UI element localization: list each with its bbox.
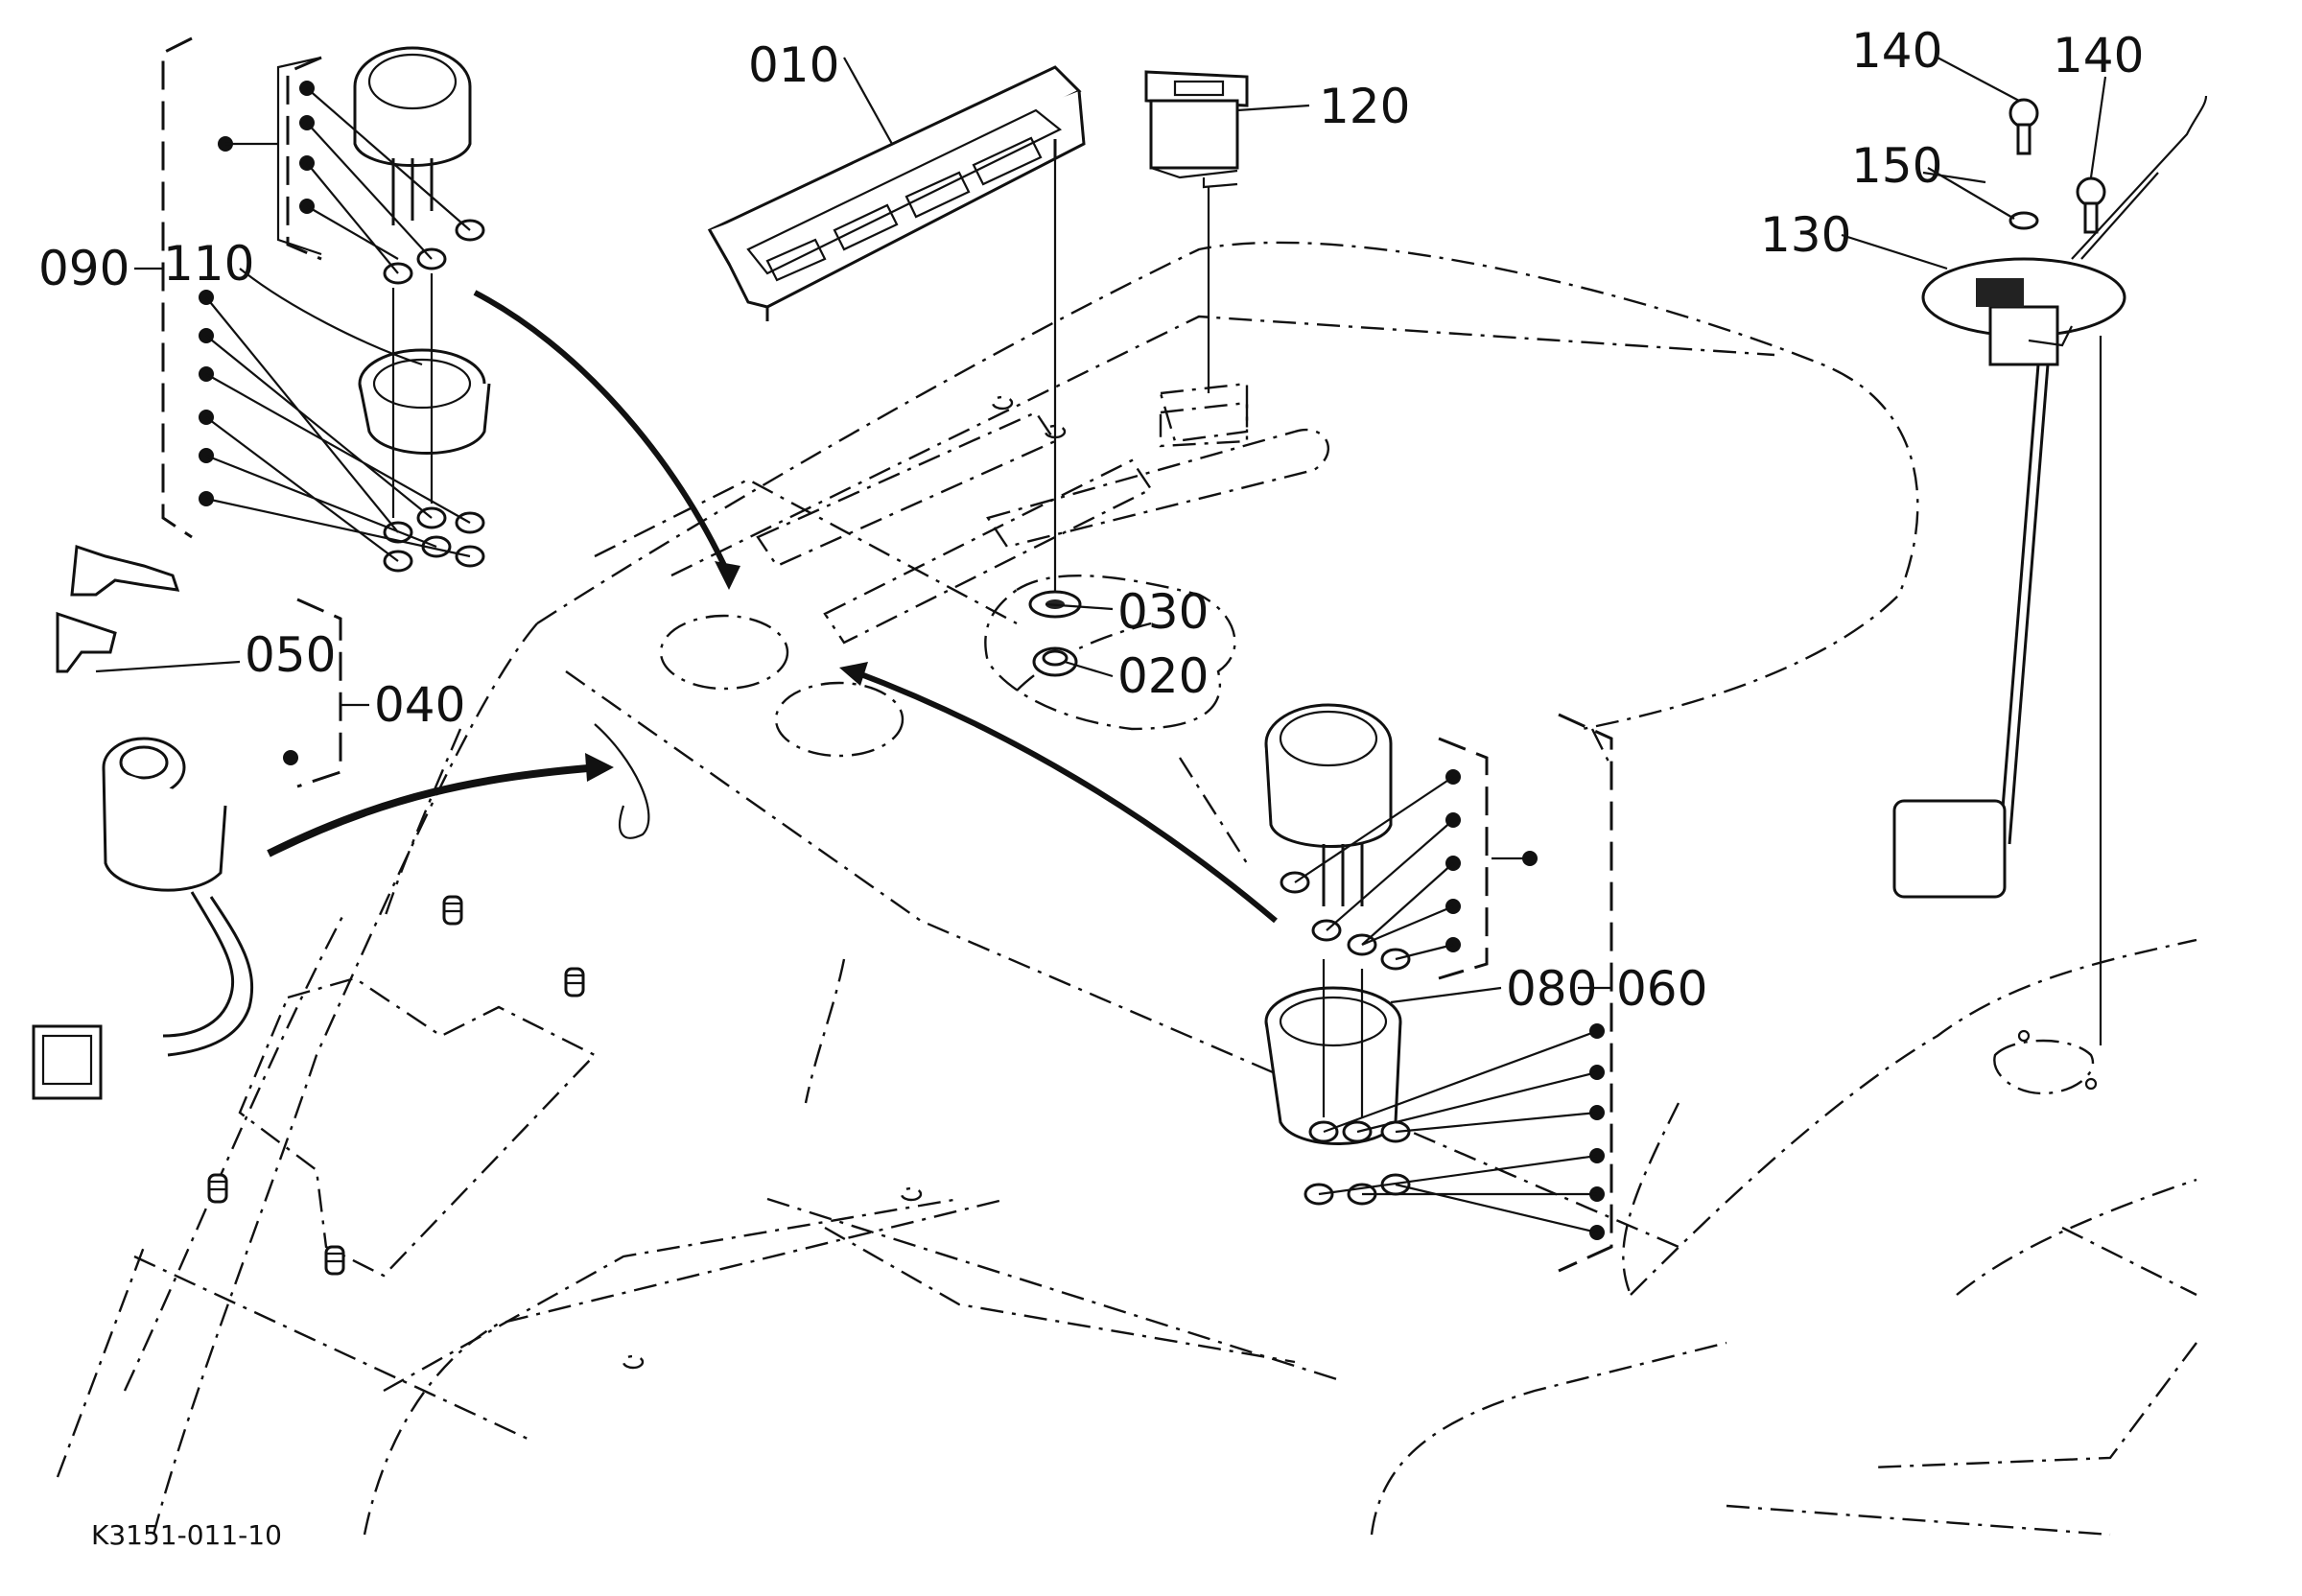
bracket-090 [161,36,193,539]
screws-140 [2008,98,2106,234]
label-150: 150 [1851,138,1942,194]
gauge-assembly-060 [1264,703,1411,1206]
label-140-right: 140 [2053,28,2144,83]
label-040: 040 [374,677,465,733]
label-030: 030 [1117,584,1209,640]
label-020: 020 [1117,648,1209,704]
label-130: 130 [1760,207,1851,263]
part-labels: 010 030 020 120 140 140 150 130 090 110 … [38,23,2144,1551]
bracket-090-inner [286,56,322,261]
label-140-left: 140 [1851,23,1942,79]
label-080: 080 [1506,961,1597,1017]
fuel-sender-130 [1892,95,2208,1095]
bracket-060-inner [1438,737,1489,980]
dashboard-panel-outline [56,241,2197,1537]
washer-150 [2008,211,2039,230]
reference-dots-090 [199,56,471,562]
panel-openings [238,395,1330,1370]
assembly-arrows [267,290,1278,924]
bracket-040 [296,598,342,788]
label-leaders [95,57,2107,1004]
switch-panel-010 [707,65,1086,595]
label-090: 090 [38,241,129,296]
reference-dots-060 [1294,769,1605,1240]
key-switch-040 [32,544,298,1100]
callout-boundary-020-030 [984,575,1236,731]
label-010: 010 [748,37,839,93]
label-060: 060 [1616,961,1707,1017]
figure-code: K3151-011-10 [91,1519,282,1551]
hour-meter-120 [1144,70,1249,443]
label-120: 120 [1319,79,1410,134]
label-110: 110 [163,236,254,292]
stud-bolts [207,895,585,1276]
gauge-assembly-090 [353,46,491,573]
label-050: 050 [245,627,336,683]
nut-020 [1032,646,1078,677]
